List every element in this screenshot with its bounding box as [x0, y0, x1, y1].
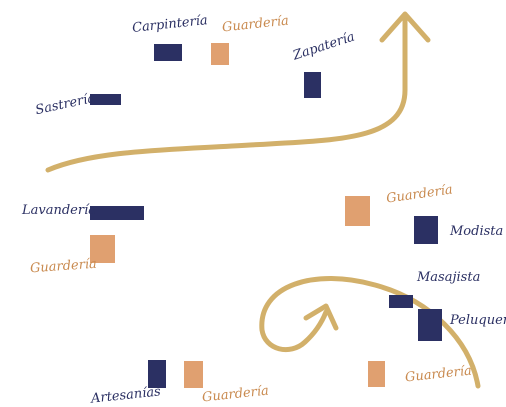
label-lavanderia: Lavandería: [22, 203, 96, 218]
sastreria-block: [90, 94, 121, 105]
carpinteria-block: [154, 44, 182, 61]
spiral-arrow-head: [303, 303, 339, 331]
label-modista: Modista: [450, 224, 504, 239]
zapateria-block: [304, 72, 321, 98]
guarderia-bottom-right-block: [368, 361, 385, 387]
peluqueria-block: [418, 309, 442, 341]
guarderia-bottom-block: [184, 361, 203, 388]
label-masajista: Masajista: [417, 270, 481, 285]
curved-arrow-up-icon: [45, 17, 408, 173]
guarderia-right-block: [345, 196, 370, 226]
modista-block: [414, 216, 438, 244]
guarderia-left-block: [90, 235, 115, 263]
lavanderia-block: [90, 206, 144, 220]
curved-arrow-up-head: [379, 11, 431, 43]
label-peluqueria: Peluquer: [450, 313, 506, 328]
guarderia-top-block: [211, 43, 229, 65]
artesanias-block: [148, 360, 166, 388]
masajista-block: [389, 295, 413, 308]
